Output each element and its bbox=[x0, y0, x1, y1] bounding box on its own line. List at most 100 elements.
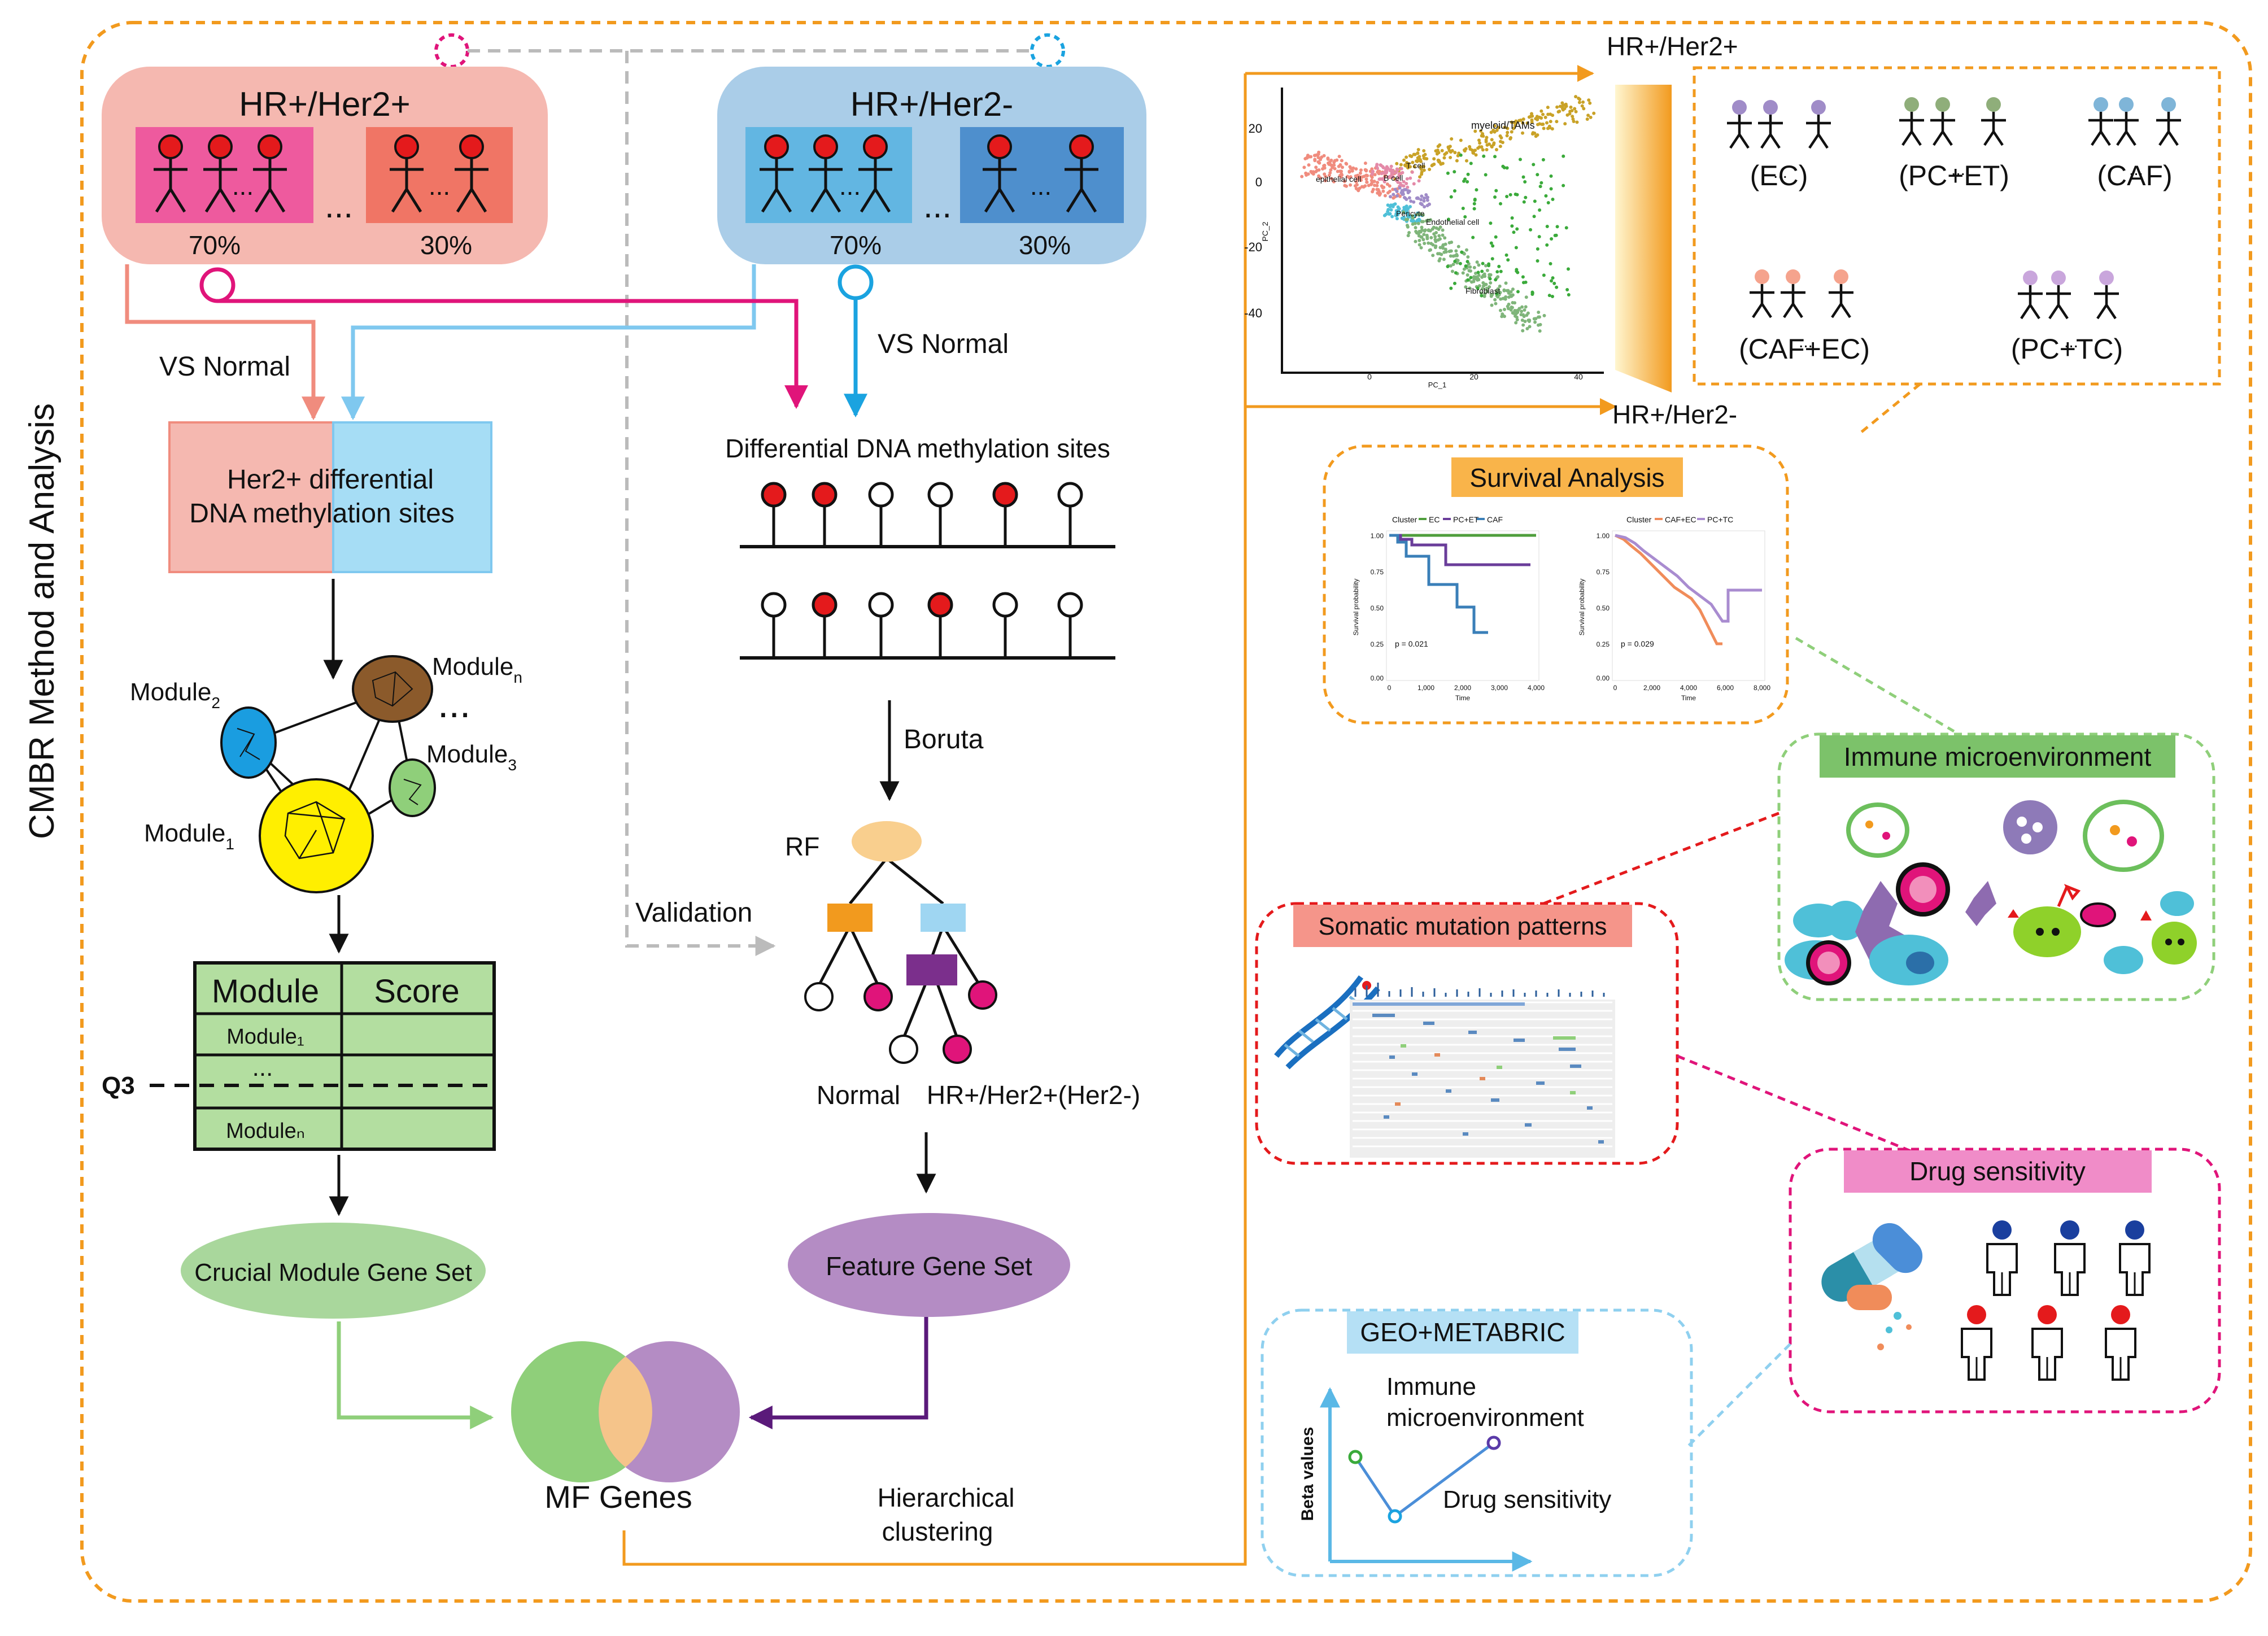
pca-point bbox=[1441, 162, 1445, 165]
pca-point bbox=[1538, 185, 1542, 189]
pca-point bbox=[1498, 145, 1502, 149]
pca-point bbox=[1319, 158, 1323, 162]
pca-point bbox=[1506, 304, 1510, 308]
pca-point bbox=[1567, 293, 1571, 297]
bacteria-icon-1 bbox=[1846, 802, 1909, 858]
pca-point bbox=[1503, 125, 1507, 129]
pca-point bbox=[1477, 278, 1481, 282]
km-left-ytick-100: 1.00 bbox=[1371, 532, 1384, 540]
pca-point bbox=[1494, 148, 1498, 152]
pca-point bbox=[1582, 107, 1586, 111]
pca-point bbox=[1574, 110, 1578, 114]
pca-point bbox=[1449, 150, 1453, 154]
pca-point bbox=[1436, 145, 1440, 149]
pca-point bbox=[1405, 155, 1408, 159]
pca-point bbox=[1498, 284, 1502, 288]
km-left-xtick-3: 3,000 bbox=[1491, 684, 1508, 692]
pca-point bbox=[1309, 169, 1313, 173]
pca-point bbox=[1418, 238, 1421, 242]
pca-point bbox=[1480, 275, 1484, 279]
pca-point bbox=[1480, 294, 1484, 298]
pca-point bbox=[1317, 168, 1321, 172]
pca-point bbox=[1389, 208, 1393, 212]
pca-point bbox=[1485, 268, 1489, 272]
pca-point bbox=[1453, 281, 1456, 285]
pca-point bbox=[1399, 163, 1403, 167]
pca-point bbox=[1546, 201, 1550, 205]
pca-point bbox=[1512, 126, 1516, 130]
pca-xtick-20: 20 bbox=[1469, 372, 1478, 381]
pca-point bbox=[1489, 241, 1493, 245]
pca-point bbox=[1393, 202, 1397, 206]
pca-point bbox=[1450, 269, 1454, 273]
pca-point bbox=[1373, 184, 1377, 187]
pca-point bbox=[1473, 129, 1477, 133]
pca-point bbox=[1397, 208, 1401, 212]
pca-point bbox=[1429, 235, 1433, 239]
pca-point bbox=[1402, 210, 1406, 214]
pca-point bbox=[1495, 128, 1499, 132]
pca-point bbox=[1397, 176, 1401, 180]
pca-point bbox=[1408, 204, 1412, 208]
pca-point bbox=[1443, 247, 1447, 251]
pca-point bbox=[1518, 158, 1522, 162]
km-right-xtick-1: 2,000 bbox=[1643, 684, 1660, 692]
pca-point bbox=[1469, 276, 1473, 280]
mf-genes-label: MF Genes bbox=[544, 1479, 692, 1515]
pca-point bbox=[1555, 285, 1559, 289]
table-header-module: Module bbox=[212, 973, 319, 1010]
pca-point bbox=[1420, 235, 1424, 239]
pca-point bbox=[1499, 308, 1503, 312]
cluster-pc-et bbox=[1899, 97, 2006, 145]
pca-point bbox=[1488, 285, 1491, 289]
cluster-funnel bbox=[1615, 85, 1672, 392]
pca-point bbox=[1420, 172, 1424, 176]
pca-point bbox=[1371, 169, 1375, 173]
pca-point bbox=[1349, 175, 1353, 179]
pca-point bbox=[1485, 290, 1489, 294]
pca-point bbox=[1384, 212, 1388, 216]
pca-point bbox=[1520, 305, 1524, 309]
pca-point bbox=[1453, 189, 1456, 193]
pca-point bbox=[1571, 115, 1574, 119]
pca-point bbox=[1512, 311, 1516, 315]
km-left-legend-ec: EC bbox=[1429, 515, 1440, 524]
pca-point bbox=[1523, 308, 1526, 312]
pca-bottom-label: HR+/Her2- bbox=[1612, 400, 1737, 429]
random-forest-tree: RF Normal HR+/Her2+(Her2-) bbox=[785, 821, 1140, 1110]
pca-point bbox=[1337, 154, 1341, 158]
pca-point bbox=[1530, 118, 1534, 122]
km-right-legend-title: Cluster bbox=[1626, 515, 1652, 524]
pca-point bbox=[1489, 281, 1493, 285]
somatic-mutation-panel: Somatic mutation patterns bbox=[1255, 902, 1679, 1165]
km-left-ytick-050: 0.50 bbox=[1371, 604, 1384, 612]
module-3-label: Module3 bbox=[426, 740, 517, 774]
pca-point bbox=[1466, 278, 1470, 282]
her2-pos-title: HR+/Her2+ bbox=[239, 85, 410, 123]
km-right-curve-cafec bbox=[1614, 534, 1722, 645]
pca-point bbox=[1504, 281, 1508, 285]
pca-point bbox=[1513, 301, 1517, 305]
pca-point bbox=[1422, 233, 1426, 237]
pca-point bbox=[1566, 267, 1570, 271]
pca-point bbox=[1521, 329, 1525, 333]
pca-point bbox=[1494, 235, 1498, 239]
pca-point bbox=[1513, 124, 1517, 128]
pca-point bbox=[1337, 164, 1341, 168]
pca-point bbox=[1453, 259, 1457, 263]
pca-point bbox=[1466, 255, 1470, 259]
bacteria-icon-2 bbox=[2083, 800, 2164, 872]
pca-point bbox=[1508, 137, 1512, 141]
pca-point bbox=[1460, 250, 1464, 254]
rf-label: RF bbox=[785, 832, 819, 861]
pca-point bbox=[1379, 163, 1382, 167]
pca-point bbox=[1416, 231, 1420, 235]
pca-point bbox=[1449, 249, 1453, 253]
module-3-node bbox=[389, 758, 436, 817]
pca-point bbox=[1377, 193, 1381, 197]
pca-point bbox=[1463, 149, 1467, 153]
pca-point bbox=[1419, 165, 1423, 169]
pca-point bbox=[1415, 212, 1419, 216]
pca-point bbox=[1333, 167, 1337, 171]
pca-point bbox=[1462, 267, 1466, 271]
